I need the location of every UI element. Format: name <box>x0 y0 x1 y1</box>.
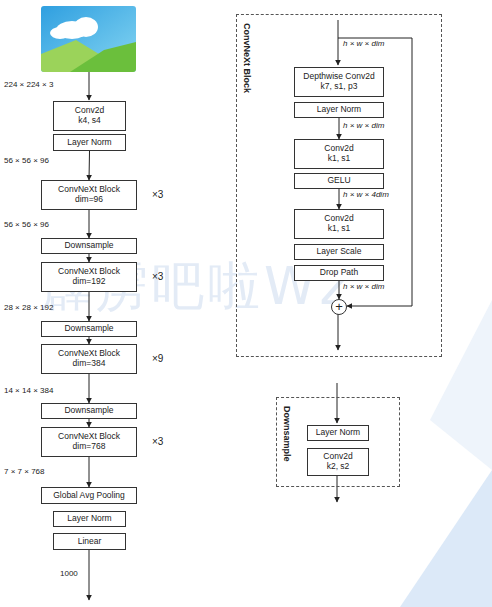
group-frame: Downsample Layer NormConv2d k2, s2 <box>276 397 400 487</box>
flow-arrow <box>89 419 90 427</box>
flow-arrow <box>339 189 340 209</box>
box-label: Downsample <box>64 406 113 416</box>
box-label: ConvNeXt Block dim=96 <box>54 185 124 205</box>
image-cloud <box>74 17 98 37</box>
layer-box: Layer Norm <box>307 425 369 441</box>
box-label: Drop Path <box>320 268 358 278</box>
box-label: Layer Scale <box>317 247 362 257</box>
box-label: GELU <box>327 176 350 186</box>
image-cloud <box>50 27 70 39</box>
decor-triangle <box>430 300 492 470</box>
flow-arrow <box>89 457 90 487</box>
edge-label: 28 × 28 × 192 <box>4 304 53 313</box>
annotation: 1000 <box>60 570 78 579</box>
box-label: Conv2d k4, s4 <box>70 106 110 126</box>
group-title: ConvNeXt Block <box>242 23 252 93</box>
layer-box: Conv2d k2, s2 <box>307 448 369 476</box>
box-label: ConvNeXt Block dim=768 <box>54 432 124 452</box>
layer-box: Conv2d k1, s1 <box>294 209 384 239</box>
group-title: Downsample <box>282 406 292 462</box>
edge-label: 56 × 56 × 96 <box>4 221 49 230</box>
layer-box: ConvNeXt Block dim=192 <box>41 262 137 292</box>
layer-box: Linear <box>53 533 126 550</box>
edge-label: 56 × 56 × 96 <box>4 157 49 166</box>
annotation: h × w × dim <box>343 40 384 49</box>
edge-label: h × w × 4dim <box>343 191 389 200</box>
layer-box: Drop Path <box>294 265 384 281</box>
layer-box: Layer Norm <box>53 511 126 527</box>
image-hill <box>70 42 136 72</box>
box-label: Downsample <box>64 241 113 251</box>
flow-arrow <box>89 210 90 238</box>
edge-label: h × w × dim <box>343 283 384 292</box>
box-label: ConvNeXt Block dim=192 <box>54 267 124 287</box>
flow-arrow <box>89 151 91 180</box>
edge-label: 7 × 7 × 768 <box>4 468 44 477</box>
edge-label: 14 × 14 × 384 <box>4 387 53 396</box>
box-label: Downsample <box>64 324 113 334</box>
box-label: Layer Norm <box>67 138 111 148</box>
layer-box: Depthwise Conv2d k7, s1, p3 <box>294 67 384 97</box>
layer-box: Layer Norm <box>294 102 384 118</box>
box-label: Layer Norm <box>316 428 360 438</box>
input-arrow <box>89 72 90 100</box>
downsample-input-arrow <box>337 383 338 423</box>
image-sky <box>41 6 136 72</box>
box-label: ConvNeXt Block dim=384 <box>54 349 124 369</box>
box-label: Linear <box>78 537 102 547</box>
box-label: Conv2d k2, s2 <box>318 452 358 472</box>
layer-box: Downsample <box>41 403 137 419</box>
box-label: Conv2d k1, s1 <box>319 144 359 164</box>
sum-circle: + <box>331 299 347 315</box>
box-label: Conv2d k1, s1 <box>319 214 359 234</box>
flow-arrow <box>89 337 90 344</box>
downsample-output-arrow <box>337 475 338 502</box>
layer-box: GELU <box>294 173 384 189</box>
box-label: Depthwise Conv2d k7, s1, p3 <box>299 72 379 92</box>
annotation: ×3 <box>152 271 163 282</box>
layer-box: Global Avg Pooling <box>41 487 137 504</box>
layer-box: Downsample <box>41 321 137 337</box>
layer-box: Conv2d k4, s4 <box>53 101 126 131</box>
box-label: Layer Norm <box>317 105 361 115</box>
annotation: 224 × 224 × 3 <box>4 81 53 90</box>
box-label: Global Avg Pooling <box>53 491 125 501</box>
decor-triangle <box>400 470 492 607</box>
layer-box: Downsample <box>41 238 137 254</box>
flow-arrow <box>89 374 90 403</box>
annotation: ×9 <box>152 353 163 364</box>
annotation: ×3 <box>152 189 163 200</box>
annotation: ×3 <box>152 436 163 447</box>
input-image <box>41 6 136 72</box>
layer-box: ConvNeXt Block dim=96 <box>41 180 137 210</box>
block-input-arrow <box>338 20 339 65</box>
edge-label: h × w × dim <box>343 122 384 131</box>
layer-box: Layer Norm <box>53 134 126 151</box>
layer-box: ConvNeXt Block dim=384 <box>41 344 137 374</box>
layer-box: ConvNeXt Block dim=768 <box>41 427 137 457</box>
layer-box: Layer Scale <box>294 244 384 260</box>
sum-symbol: + <box>335 300 343 313</box>
box-label: Layer Norm <box>67 514 111 524</box>
layer-box: Conv2d k1, s1 <box>294 139 384 169</box>
group-frame: ConvNeXt BlockDepthwise Conv2d k7, s1, p… <box>236 14 442 357</box>
output-arrow <box>89 550 90 600</box>
block-output-arrow <box>338 314 339 350</box>
flow-arrow <box>339 118 340 139</box>
